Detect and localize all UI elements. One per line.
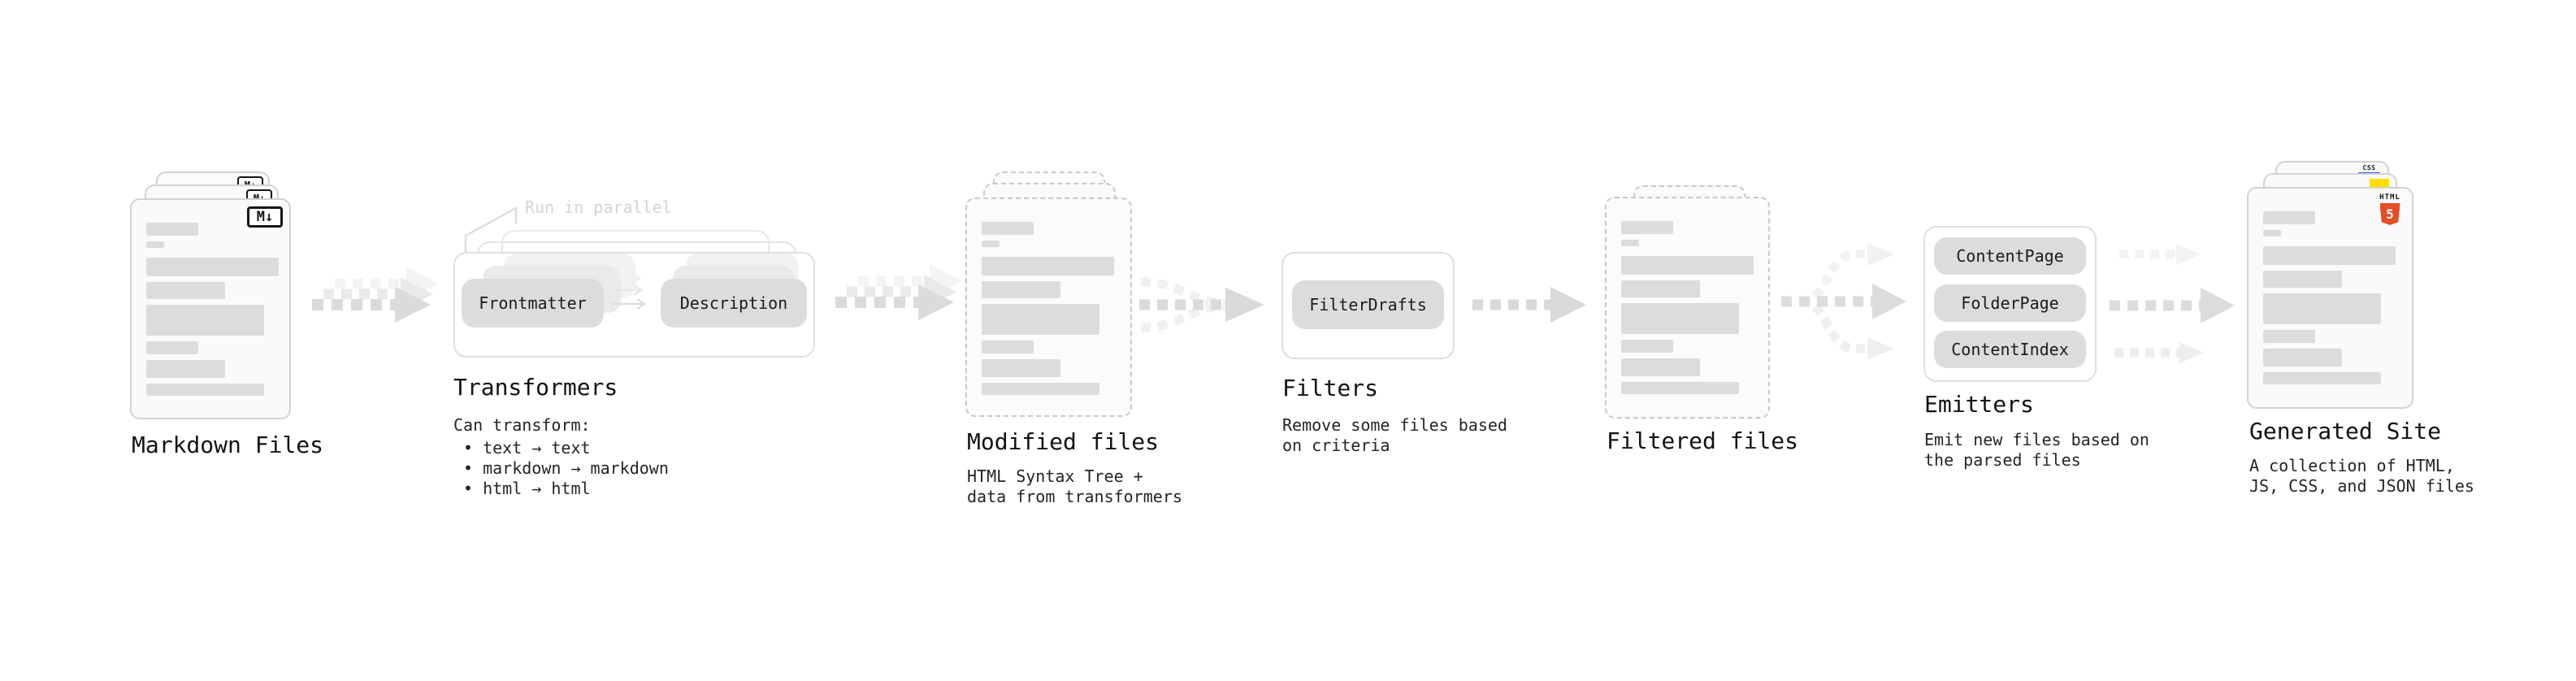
desc-line: Remove some files based bbox=[1282, 415, 1507, 435]
markdown-files-label: Markdown Files bbox=[132, 432, 324, 458]
filterdrafts-pill: FilterDrafts bbox=[1292, 280, 1444, 329]
frontmatter-pill: Frontmatter bbox=[462, 279, 604, 327]
contentindex-pill: ContentIndex bbox=[1934, 331, 2086, 368]
desc-line: JS, CSS, and JSON files bbox=[2249, 476, 2474, 496]
folderpage-pill: FolderPage bbox=[1934, 284, 2086, 322]
transformers-desc-title: Can transform: bbox=[453, 415, 591, 435]
emitters-desc: Emit new files based on the parsed files bbox=[1924, 430, 2149, 471]
flow-arrow-filters-to-filtered bbox=[1472, 287, 1586, 323]
filtered-files-label: Filtered files bbox=[1607, 427, 1799, 454]
html5-icon-shield: 5 bbox=[2379, 203, 2400, 225]
transform-mini-arrows bbox=[611, 271, 647, 310]
desc-line: HTML Syntax Tree + bbox=[967, 466, 1143, 486]
desc-line: on criteria bbox=[1282, 436, 1390, 455]
document-skeleton bbox=[2263, 211, 2396, 384]
description-pill: Description bbox=[661, 279, 807, 327]
flow-arrow-transformers-to-modified bbox=[835, 264, 962, 320]
flow-arrow-filtered-to-emitters bbox=[1781, 243, 1906, 360]
emitters-label: Emitters bbox=[1924, 391, 2034, 418]
filters-label: Filters bbox=[1282, 375, 1379, 401]
flow-arrow-markdown-to-transformers bbox=[312, 267, 439, 323]
modified-files-desc: HTML Syntax Tree + data from transformer… bbox=[967, 466, 1182, 507]
desc-line: Emit new files based on bbox=[1924, 430, 2149, 449]
modified-files-label: Modified files bbox=[967, 428, 1160, 455]
document-skeleton bbox=[146, 223, 279, 396]
transformers-bullet: • markdown → markdown bbox=[463, 458, 669, 478]
html5-icon-word: HTML bbox=[2379, 193, 2400, 202]
filtered-doc-front bbox=[1605, 197, 1770, 419]
css-icon-label: CSS bbox=[2362, 164, 2376, 171]
modified-doc-front bbox=[965, 197, 1132, 417]
generated-site-desc: A collection of HTML, JS, CSS, and JSON … bbox=[2249, 456, 2474, 497]
html5-icon-number: 5 bbox=[2386, 206, 2394, 222]
document-skeleton bbox=[982, 222, 1114, 395]
run-in-parallel-annotation: Run in parallel bbox=[525, 197, 672, 217]
annotation-leader-line bbox=[464, 206, 518, 252]
markdown-doc-front: M↓ bbox=[130, 198, 291, 419]
document-skeleton bbox=[1621, 221, 1754, 394]
desc-line: data from transformers bbox=[967, 487, 1182, 506]
html5-icon: HTML 5 bbox=[2376, 194, 2404, 225]
markdown-icon: M↓ bbox=[247, 206, 283, 228]
transformers-bullet: • text → text bbox=[463, 438, 591, 458]
generated-site-label: Generated Site bbox=[2249, 418, 2442, 445]
desc-line: the parsed files bbox=[1924, 450, 2081, 470]
generated-doc-front: HTML 5 bbox=[2247, 187, 2413, 409]
flow-arrow-emitters-to-generated bbox=[2110, 244, 2235, 363]
transformers-bullet: • html → html bbox=[463, 479, 591, 498]
transformers-label: Transformers bbox=[453, 374, 618, 401]
flow-arrow-modified-to-filters bbox=[1139, 277, 1264, 332]
contentpage-pill: ContentPage bbox=[1934, 237, 2086, 275]
filters-desc: Remove some files based on criteria bbox=[1282, 415, 1507, 456]
desc-line: A collection of HTML, bbox=[2249, 456, 2455, 475]
